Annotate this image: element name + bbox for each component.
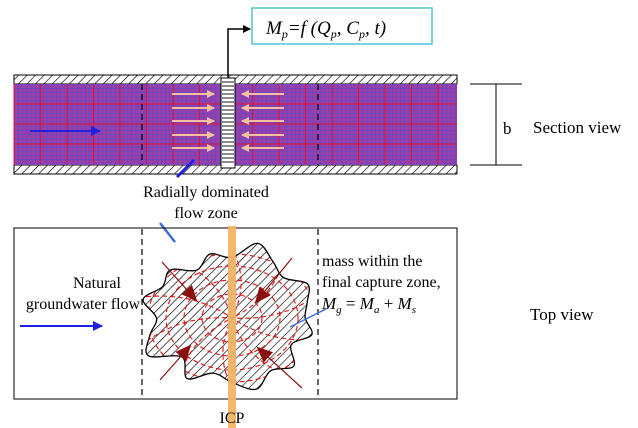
- formula-text: Mp=f (Qp, Cp, t): [265, 18, 386, 41]
- converging-arrow: [159, 344, 192, 381]
- well-screen-slots: [222, 81, 234, 163]
- converging-arrow: [256, 346, 303, 389]
- dashed-streamline: [146, 317, 233, 342]
- radial-flow-arrows: [172, 90, 284, 152]
- thickness-label: b: [503, 119, 512, 138]
- converging-arrow: [254, 257, 293, 304]
- top-view: ICP Natural groundwater flow mass within…: [13, 226, 594, 428]
- top-view-label: Top view: [530, 305, 594, 324]
- capture-zone-hatching: [143, 243, 313, 390]
- natural-flow-label-line2: groundwater flow: [26, 296, 141, 313]
- mass-label-line2: final capture zone,: [322, 274, 441, 291]
- section-view-label: Section view: [533, 118, 622, 137]
- extraction-formula-box: Mp=f (Qp, Cp, t): [251, 7, 433, 45]
- natural-flow-label-line1: Natural: [73, 275, 122, 292]
- radial-zone-label-line2: flow zone: [174, 205, 238, 222]
- mass-label-line1: mass within the: [322, 253, 422, 270]
- mass-equation: Mg = Ma + Ms: [321, 294, 416, 316]
- radial-zone-pointer-top: [175, 158, 196, 179]
- converging-arrow: [161, 261, 198, 302]
- section-view: b Section view: [13, 74, 622, 175]
- radial-zone-pointer-bottom: [159, 222, 176, 243]
- icp-label: ICP: [220, 410, 245, 427]
- extraction-well-screen: [220, 77, 236, 169]
- converging-flow-lines: [159, 257, 303, 389]
- well-to-formula-connector: [227, 25, 251, 78]
- dashed-streamline: [145, 295, 233, 319]
- formula-box-border: [251, 7, 433, 45]
- capture-zone-leader: [289, 307, 329, 328]
- icp-well-line: [228, 226, 236, 428]
- radial-zone-label-line1: Radially dominated: [143, 184, 269, 201]
